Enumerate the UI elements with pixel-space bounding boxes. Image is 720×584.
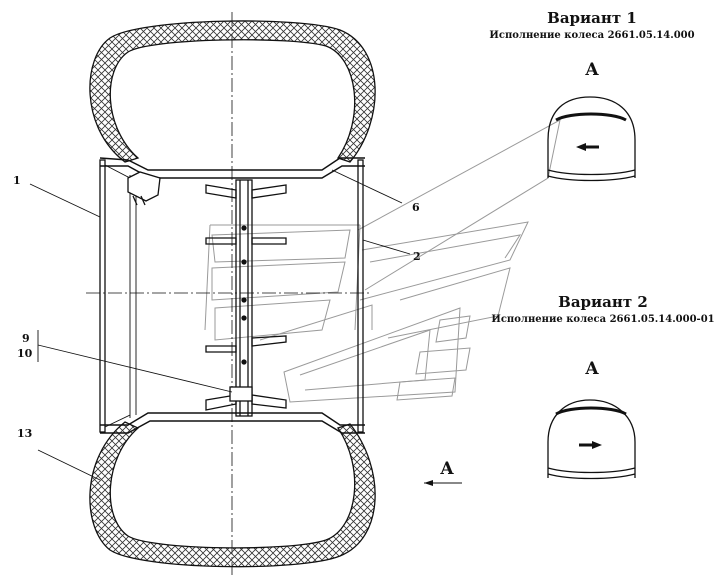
wheel-disc <box>205 179 287 417</box>
ghost-outline <box>204 119 561 403</box>
rim <box>99 157 365 434</box>
valve <box>127 171 161 206</box>
callout-6: 6 <box>412 201 420 214</box>
detail-view-variant2 <box>547 399 636 480</box>
variant1-title: Вариант 1 <box>547 9 637 27</box>
left-arrow-icon <box>576 143 599 151</box>
callout-1: 1 <box>13 174 21 187</box>
variant1-subtitle: Исполнение колеса 2661.05.14.000 <box>489 30 694 41</box>
right-arrow-icon <box>579 441 602 449</box>
side-flanges <box>99 159 364 433</box>
callout-2: 2 <box>413 250 421 263</box>
variant2-subtitle: Исполнение колеса 2661.05.14.000-01 <box>491 314 714 325</box>
tire-top-section <box>89 20 376 163</box>
callout-10: 10 <box>17 347 33 360</box>
variant1-view-label: A <box>584 60 599 80</box>
variant2-title: Вариант 2 <box>558 293 648 311</box>
detail-view-variant1 <box>547 96 636 182</box>
leader-lines <box>29 169 411 481</box>
callout-9: 9 <box>22 332 30 345</box>
callout-13: 13 <box>17 427 32 440</box>
tire-bottom-section <box>89 421 376 568</box>
view-arrow <box>424 480 462 486</box>
view-arrow-label: A <box>439 459 454 479</box>
centerlines <box>86 12 372 575</box>
variant2-view-label: A <box>584 359 599 379</box>
